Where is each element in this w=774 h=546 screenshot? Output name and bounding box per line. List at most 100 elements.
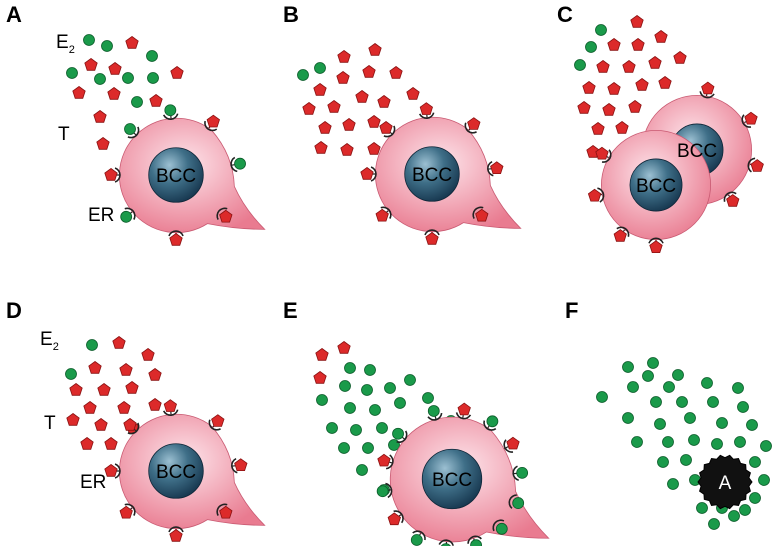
breast-cancer-cell-lower — [587, 129, 712, 254]
estrogen-receptor — [699, 81, 715, 99]
estrogen-receptor — [387, 510, 404, 526]
panel-letter-a: A — [6, 2, 22, 27]
testosterone-molecule — [377, 95, 391, 108]
e2-molecule — [131, 96, 143, 108]
testosterone-molecule — [97, 383, 111, 396]
testosterone-molecule — [389, 66, 403, 79]
estrogen-receptor — [587, 187, 605, 203]
estrogen-receptor — [377, 453, 394, 470]
ligands — [297, 43, 420, 156]
testosterone-molecule — [586, 145, 600, 158]
testosterone-molecule — [582, 81, 596, 94]
nucleus — [148, 147, 204, 203]
ligands — [596, 357, 772, 530]
testosterone-molecule — [607, 82, 621, 95]
testosterone-molecule — [96, 137, 110, 150]
testosterone-molecule — [336, 71, 350, 84]
e2-molecule — [344, 362, 356, 374]
estrogen-receptor — [216, 207, 233, 223]
e2-molecule — [297, 69, 309, 81]
e2-molecule — [688, 434, 700, 446]
nucleus — [421, 448, 483, 510]
testosterone-molecule — [337, 341, 351, 354]
testosterone-molecule — [112, 336, 126, 349]
estrogen-receptor — [595, 146, 612, 163]
e2-molecule — [86, 339, 98, 351]
testosterone-molecule — [88, 361, 102, 374]
nucleus — [148, 443, 204, 499]
t-label: T — [58, 124, 70, 145]
estrogen-receptor — [723, 191, 740, 207]
e2-molecule — [404, 374, 416, 386]
bcc-label: BCC — [432, 470, 472, 491]
testosterone-molecule — [84, 58, 98, 71]
estrogen-receptor — [104, 167, 121, 183]
estrogen-receptor — [464, 117, 481, 134]
e2-molecule — [362, 442, 374, 454]
e2-molecule — [314, 62, 326, 74]
estrogen-receptor — [438, 539, 455, 546]
testosterone-molecule — [355, 90, 369, 103]
panel-letter-b: B — [283, 2, 299, 27]
testosterone-molecule — [340, 143, 354, 156]
estrogen-receptor — [648, 237, 664, 254]
testosterone-molecule — [315, 348, 329, 361]
estrogen-receptor — [747, 157, 764, 173]
e2-molecule — [642, 370, 654, 382]
estrogen-receptor — [123, 418, 140, 435]
e2-molecule — [101, 40, 113, 52]
estrogen-receptor — [508, 494, 525, 509]
estrogen-receptor — [376, 482, 393, 499]
e2-molecule — [708, 518, 720, 530]
testosterone-molecule — [148, 398, 162, 411]
estrogen-receptor — [162, 399, 179, 417]
e2-molecule — [596, 391, 608, 403]
estrogen-receptor — [379, 121, 396, 138]
e2-molecule — [696, 502, 708, 514]
testosterone-molecule — [302, 102, 316, 115]
e2-molecule — [83, 34, 95, 46]
estrogen-receptor — [162, 104, 179, 121]
e2-molecule — [647, 357, 659, 369]
e2-molecule — [394, 397, 406, 409]
estrogen-receptor — [613, 226, 630, 242]
testosterone-molecule — [313, 83, 327, 96]
bcc-label-upper: BCC — [677, 141, 717, 162]
ligands — [574, 15, 687, 158]
estrogen-receptor — [741, 111, 758, 128]
testosterone-molecule — [72, 86, 86, 99]
testosterone-molecule — [362, 65, 376, 78]
e2-molecule — [701, 377, 713, 389]
testosterone-molecule — [108, 62, 122, 75]
testosterone-molecule — [327, 100, 341, 113]
testosterone-molecule — [107, 87, 121, 100]
e2-molecule — [672, 369, 684, 381]
testosterone-molecule — [602, 103, 616, 116]
testosterone-molecule — [596, 60, 610, 73]
testosterone-molecule — [577, 101, 591, 114]
e2-molecule — [65, 368, 77, 380]
testosterone-molecule — [93, 110, 107, 123]
estrogen-receptor — [455, 402, 472, 420]
testosterone-molecule — [104, 437, 118, 450]
testosterone-molecule — [170, 66, 184, 79]
e2-molecule — [684, 412, 696, 424]
e2-molecule — [622, 412, 634, 424]
testosterone-molecule — [148, 368, 162, 381]
testosterone-molecule — [125, 36, 139, 49]
testosterone-molecule — [658, 76, 672, 89]
e2-molecule — [585, 41, 597, 53]
estrogen-receptor — [375, 206, 392, 222]
panel-letter-e: E — [283, 298, 298, 323]
e2-molecule — [657, 456, 669, 468]
testosterone-molecule — [83, 401, 97, 414]
estrogen-receptor — [208, 414, 225, 431]
e2-molecule — [716, 417, 728, 429]
e2-molecule — [361, 384, 373, 396]
testosterone-molecule — [66, 413, 80, 426]
panel-letter-f: F — [565, 298, 578, 323]
ligands — [66, 34, 184, 150]
